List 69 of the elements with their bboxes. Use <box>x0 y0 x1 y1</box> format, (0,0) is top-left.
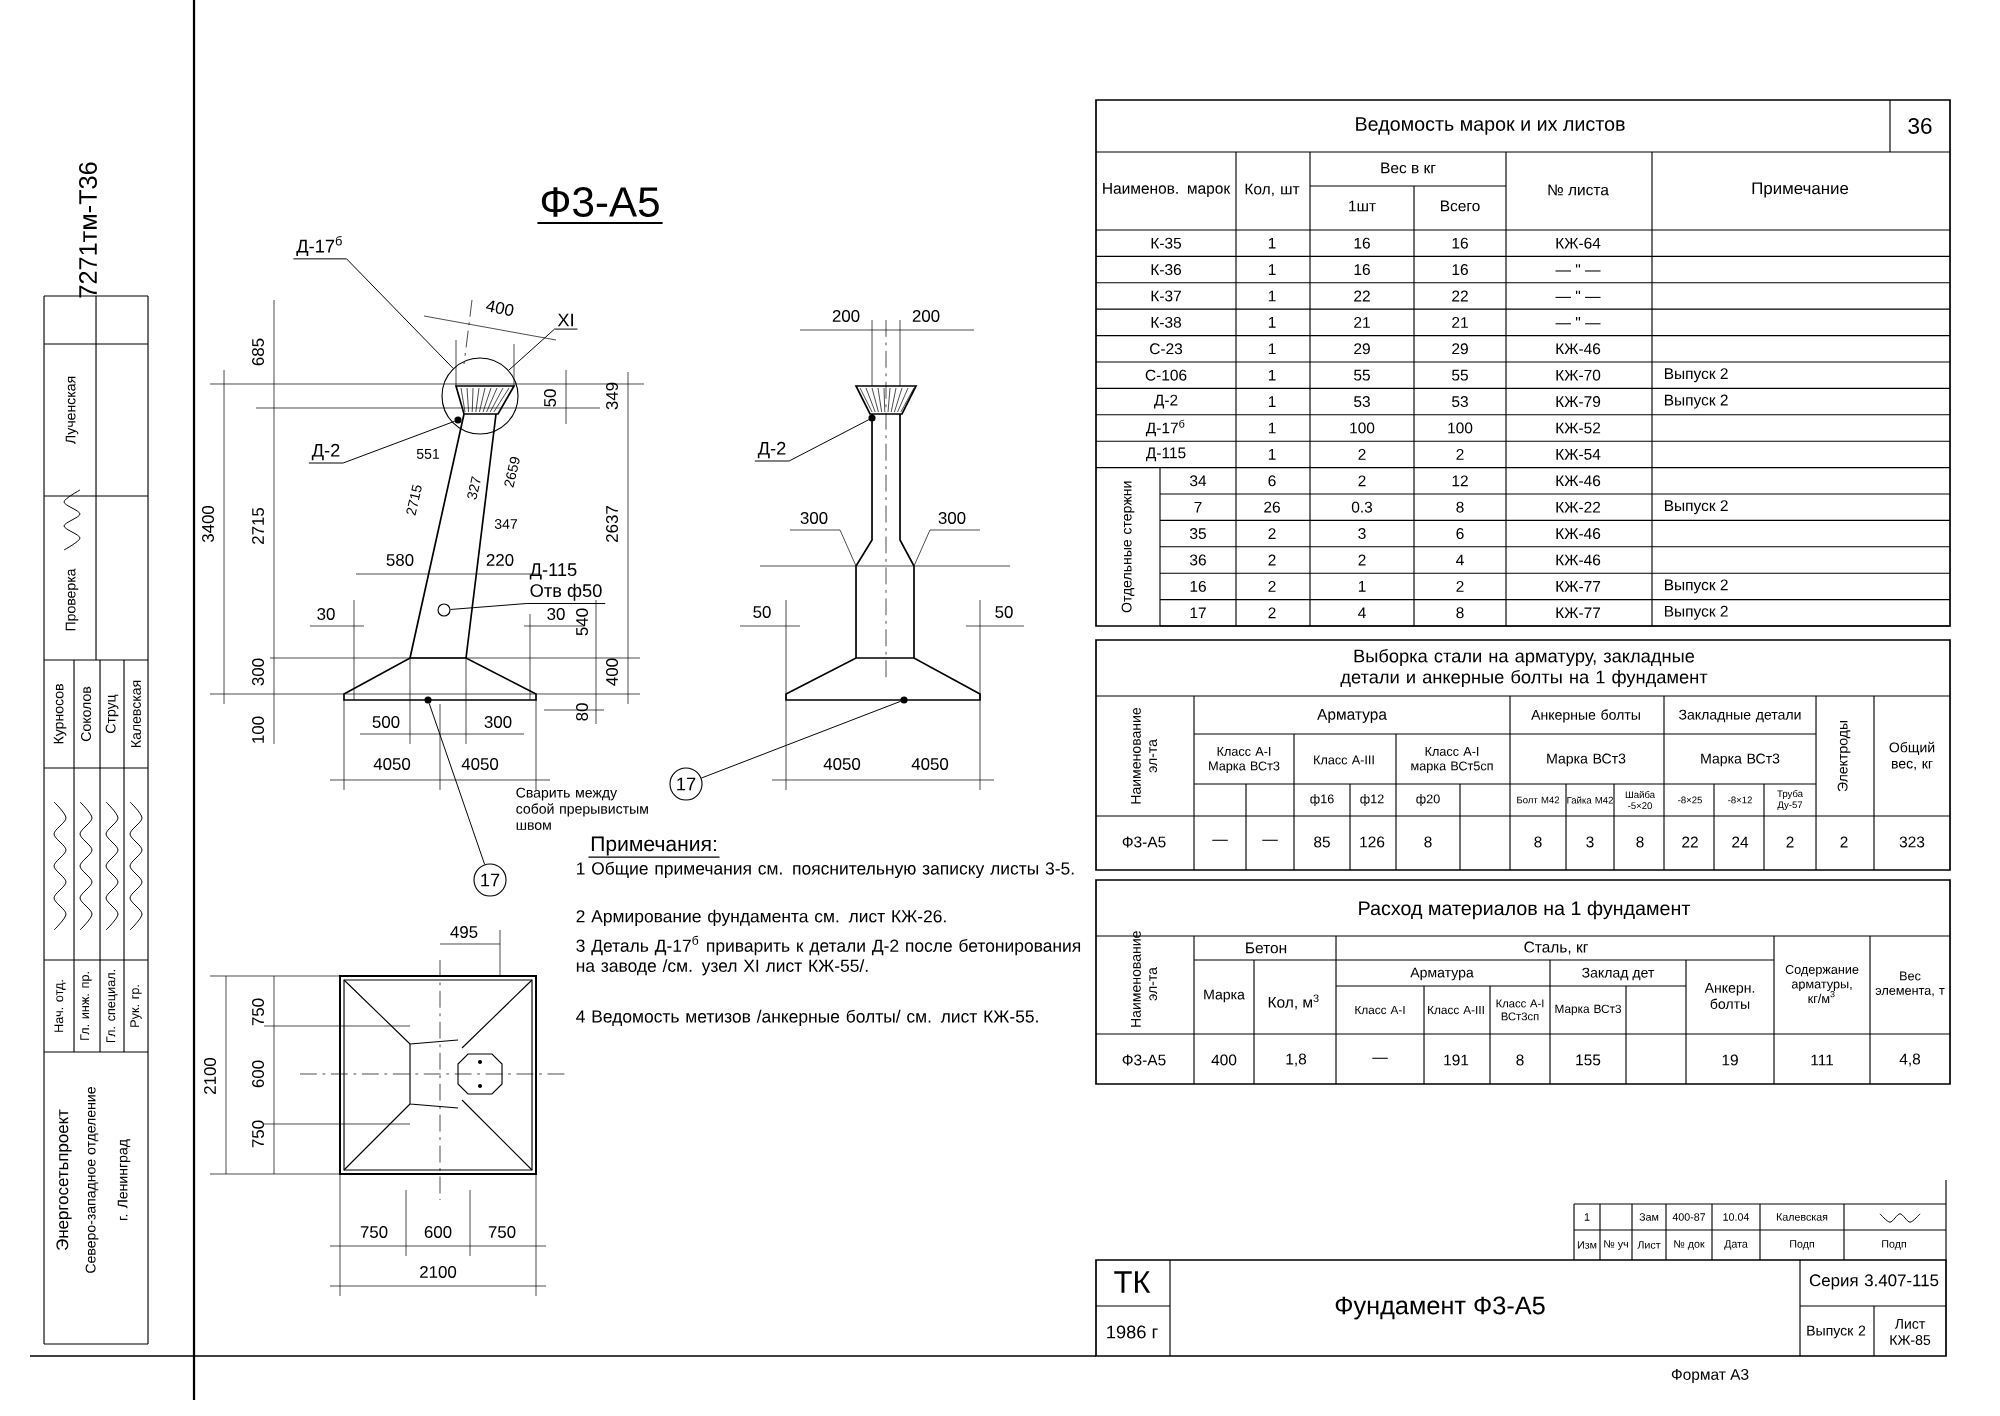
dimension-label: 100 <box>252 716 264 743</box>
dimension-label: 80 <box>576 703 588 721</box>
dimension-label: 300 <box>484 716 512 728</box>
dimension-label: 750 <box>360 1226 388 1238</box>
leader-line <box>450 603 606 610</box>
dimension-label: 2637 <box>606 506 618 542</box>
dimension-label: 50 <box>544 389 556 407</box>
dimension-label: 750 <box>252 1120 264 1148</box>
dimension-label: 30 <box>317 608 335 620</box>
dimension-label: 540 <box>576 608 588 636</box>
dimension-label: 4050 <box>461 758 499 770</box>
dimension-label: 200 <box>912 310 940 322</box>
dimension-label: 750 <box>488 1226 516 1238</box>
dimension-label: 4050 <box>373 758 411 770</box>
dimension-label: 400 <box>606 658 618 686</box>
drawing-name: Фундамент Ф3-А5 <box>1335 1296 1545 1320</box>
sheet-code: 7271тм-Т36 <box>79 162 97 298</box>
dimension-label: 495 <box>450 926 478 938</box>
leader-line <box>508 328 578 371</box>
dimension-label: 500 <box>372 716 400 728</box>
dimension-label: 50 <box>753 606 771 618</box>
leader-line <box>428 702 486 865</box>
leader-label: XI <box>557 313 573 327</box>
dimension-label: 2715 <box>252 507 264 544</box>
leader-line <box>308 420 456 464</box>
notes-heading: Примечания: <box>587 836 721 858</box>
leader-label: Д-115 Отв ф50 <box>529 563 602 601</box>
callout-number: 17 <box>473 863 507 897</box>
note-text: 2 Армирование фундамента см. лист КЖ-26. <box>576 909 946 926</box>
dimension-label: 3400 <box>202 505 214 543</box>
dimension-label: 300 <box>800 512 828 524</box>
leader-label: Д-2 <box>757 441 786 459</box>
leader-line <box>754 419 870 462</box>
dimension-label: 685 <box>252 338 264 366</box>
dimension-label: 600 <box>252 1060 264 1088</box>
dimension-label: 220 <box>486 554 514 566</box>
dimension-label: 750 <box>252 998 264 1026</box>
dimension-label: 300 <box>252 658 264 686</box>
dimension-label: 300 <box>938 512 966 524</box>
table-cell: Серия 3.407-115 <box>1809 1274 1939 1290</box>
note-text: 4 Ведомость метизов /анкерные болты/ см. лист КЖ-55. <box>576 1009 1038 1027</box>
dimension-label: 50 <box>995 606 1013 618</box>
dimension-label: 2100 <box>204 1057 216 1094</box>
table-cell: Примечание <box>1752 182 1849 198</box>
dimension-label: 2100 <box>420 1266 457 1278</box>
leader-line <box>701 700 902 779</box>
dimension-label: 600 <box>424 1226 452 1238</box>
note-text: 1 Общие примечания см. пояснительную записку листы 3-5. <box>577 861 1074 879</box>
dimension-label: 349 <box>606 382 618 410</box>
table-cell: ТК <box>1114 1271 1151 1293</box>
callout-number: 17 <box>669 767 703 801</box>
dimension-label: 400 <box>485 300 514 316</box>
leader-line <box>292 258 454 369</box>
table-title: Расход материалов на 1 фундамент <box>1359 900 1691 920</box>
dimension-label: 580 <box>386 554 414 566</box>
drawing-title: Ф3-А5 <box>536 187 664 225</box>
stamp-text: Энергосетьпроект <box>56 1109 72 1250</box>
detail-circle <box>441 357 519 435</box>
dimension-label: 4050 <box>823 758 861 770</box>
table-cell: 36 <box>1908 118 1932 134</box>
leader-label: Д-2 <box>311 443 340 461</box>
dimension-label: 30 <box>547 608 565 620</box>
note-text: 3 Деталь Д-17$^{б}$ приварить к детали Д-2 после бетонирования на заводе /см. узел XI лист КЖ-55/. <box>576 935 1081 976</box>
dimension-label: 200 <box>832 310 860 322</box>
dimension-label: 4050 <box>911 758 949 770</box>
table-title: Ведомость марок и их листов <box>1356 117 1625 135</box>
table-title: Выборка стали на арматуру, закладные детали и анкерные болты на 1 фундамент <box>1340 648 1708 688</box>
leader-label: Д-17$^{б}$ <box>296 235 342 256</box>
table-cell: 1986 г <box>1107 1325 1158 1339</box>
